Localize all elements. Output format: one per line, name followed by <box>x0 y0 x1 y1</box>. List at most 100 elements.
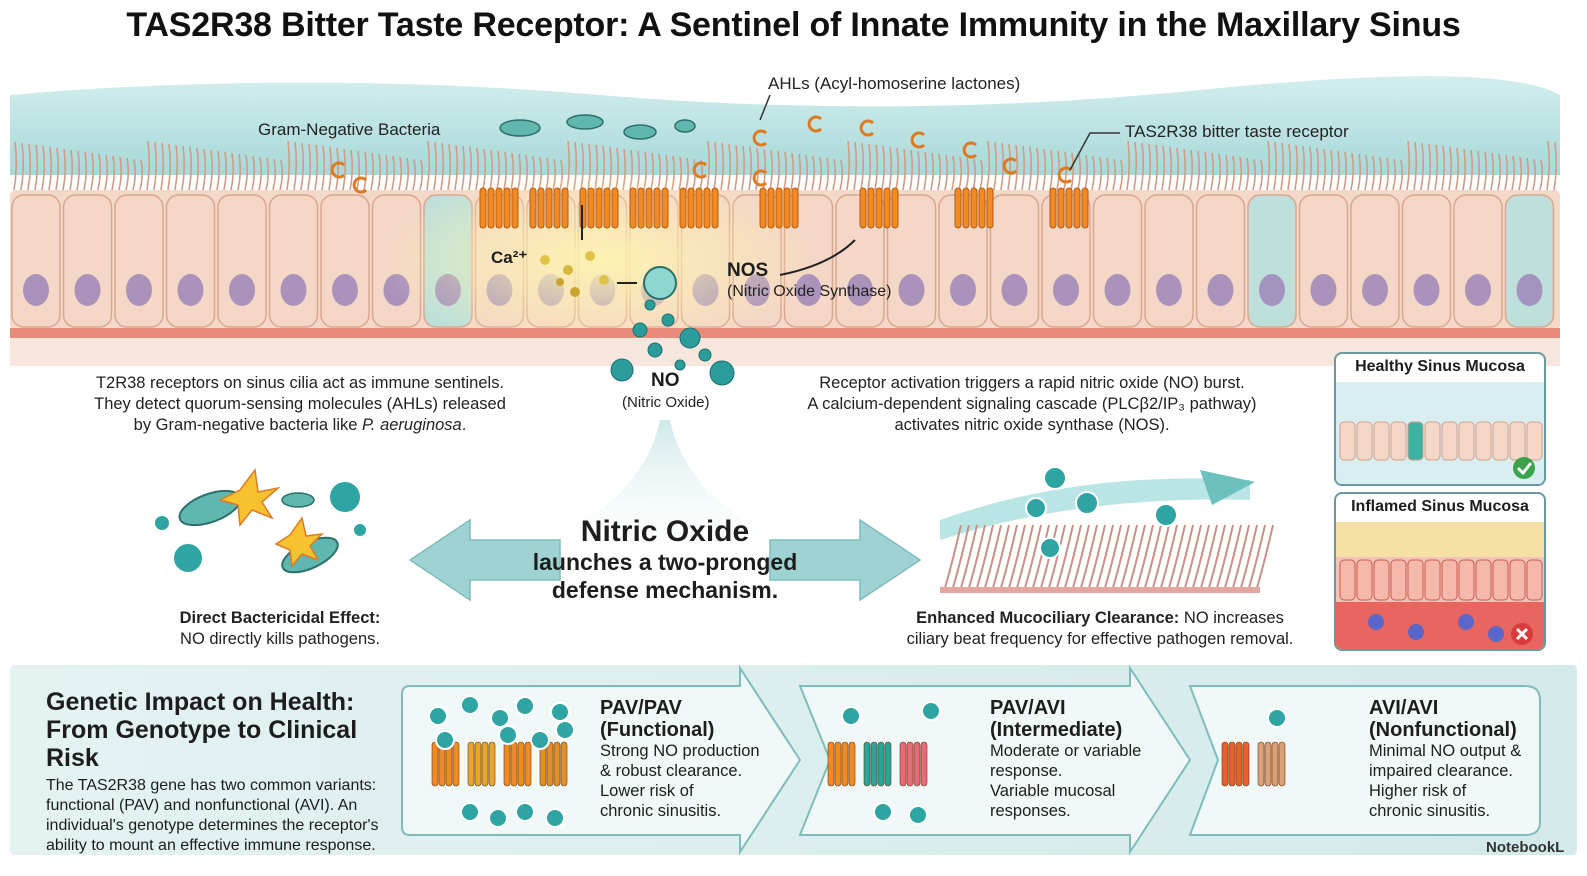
epithelial-cell <box>1504 194 1555 328</box>
receptor-helix <box>970 187 978 229</box>
cilium <box>976 524 994 589</box>
no-molecule <box>1043 466 1067 490</box>
center-title-block: Nitric Oxide launches a two-pronged defe… <box>515 515 815 604</box>
brand-watermark: NotebookL <box>1486 839 1565 856</box>
receptor-helix <box>511 187 519 229</box>
receptor-helix <box>867 187 875 229</box>
thumb-cell <box>1526 421 1543 461</box>
receptor-helix <box>537 187 545 229</box>
thumb-cell <box>1441 559 1458 601</box>
epithelial-cell <box>62 194 113 328</box>
epithelial-cell <box>1247 194 1297 328</box>
receptor-helix <box>510 741 518 787</box>
ahl-molecule <box>330 161 346 179</box>
no-molecule <box>428 706 448 726</box>
cilium <box>1136 524 1154 589</box>
receptor-helix <box>1049 187 1057 229</box>
epithelial-cell <box>1401 194 1452 328</box>
cell-nucleus <box>1310 274 1337 306</box>
cell-nucleus <box>1362 274 1388 306</box>
ahl-molecule <box>962 141 978 159</box>
left-big-arrow <box>408 518 561 602</box>
thumb-cell <box>1492 559 1509 601</box>
receptor-helix <box>587 187 595 229</box>
immune-cell <box>1408 624 1424 640</box>
no-molecule <box>515 696 535 716</box>
cell-nucleus <box>1259 274 1285 306</box>
receptor-helix <box>595 187 603 229</box>
no-molecule <box>679 327 701 349</box>
no-molecule <box>435 730 455 750</box>
receptor-helix <box>899 741 907 787</box>
cell-nucleus <box>1465 274 1491 306</box>
genetic-body: The TAS2R38 gene has two common variants… <box>46 777 379 854</box>
cilium <box>1216 524 1234 589</box>
genetic-title: Genetic Impact on Health: From Genotype … <box>46 688 358 772</box>
thumb-cell <box>1339 559 1356 601</box>
cilium <box>1032 524 1050 589</box>
no-molecule <box>698 348 712 362</box>
receptor-helix <box>884 741 892 787</box>
cilium <box>1056 524 1074 589</box>
cilium <box>1048 524 1066 589</box>
center-title: Nitric Oxide <box>580 515 750 548</box>
epithelial-cell <box>989 194 1040 328</box>
receptor-helix <box>1257 741 1265 787</box>
no-molecule <box>873 802 893 822</box>
receptor-helix <box>1057 187 1065 229</box>
bactericidal-illustration <box>178 468 339 574</box>
receptor-helix <box>503 187 511 229</box>
thumb-cell <box>1424 421 1441 461</box>
receptor-helix <box>703 187 711 229</box>
receptor-helix <box>553 741 561 787</box>
receptor-helix <box>611 187 619 229</box>
receptor-helix <box>679 187 687 229</box>
receptor-helix <box>495 187 503 229</box>
cilium <box>1160 524 1178 589</box>
receptor-helix <box>561 187 569 229</box>
receptor-helix <box>546 741 554 787</box>
epithelial-cell <box>1453 194 1503 328</box>
no-molecule <box>921 701 941 721</box>
thumb-cell <box>1492 421 1509 461</box>
gram-negative-bacteria-top <box>499 114 696 140</box>
receptor-helix <box>629 187 637 229</box>
thumb-cell <box>1458 559 1475 601</box>
inflamed-mucosa-thumbnail: Inflamed Sinus Mucosa <box>1334 492 1546 651</box>
mucus-layer <box>10 76 1560 175</box>
receptor-helix <box>452 741 460 787</box>
receptor-helix <box>986 187 994 229</box>
ahl-molecule <box>910 131 926 149</box>
thumb-cell <box>1356 559 1373 601</box>
epithelial-cell <box>1298 194 1349 328</box>
cell-nucleus <box>229 274 255 306</box>
receptor-helix <box>870 741 878 787</box>
thumb-cell <box>1407 421 1424 461</box>
cilium <box>1208 524 1226 589</box>
cilium <box>960 524 978 589</box>
receptor-helix <box>848 741 856 787</box>
genotype-pav-avi: PAV/AVI (Intermediate) Moderate or varia… <box>990 697 1142 820</box>
receptor-helix <box>560 741 568 787</box>
cell-nucleus <box>23 274 49 306</box>
cell-nucleus <box>1001 274 1028 306</box>
receptor-helix <box>1235 741 1243 787</box>
ahl-molecule <box>1002 157 1018 175</box>
epithelial-cell <box>114 194 164 328</box>
right-paragraph: Receptor activation triggers a rapid nit… <box>807 374 1257 434</box>
no-molecule <box>632 322 648 338</box>
epithelial-cell <box>1195 194 1246 328</box>
genotype-chevrons <box>401 664 1541 856</box>
thumb-cell <box>1390 421 1407 461</box>
no-molecule <box>515 802 535 822</box>
receptor-helix <box>877 741 885 787</box>
cell-nucleus <box>1104 274 1131 306</box>
epithelial-cell <box>11 194 61 328</box>
thumb-cell <box>1390 559 1407 601</box>
receptor-helix <box>920 741 928 787</box>
receptor-helix <box>481 741 489 787</box>
receptor-helix <box>1278 741 1286 787</box>
genotype-pav-pav: PAV/PAV (Functional) Strong NO productio… <box>600 697 760 820</box>
ahl-molecule <box>752 169 768 187</box>
